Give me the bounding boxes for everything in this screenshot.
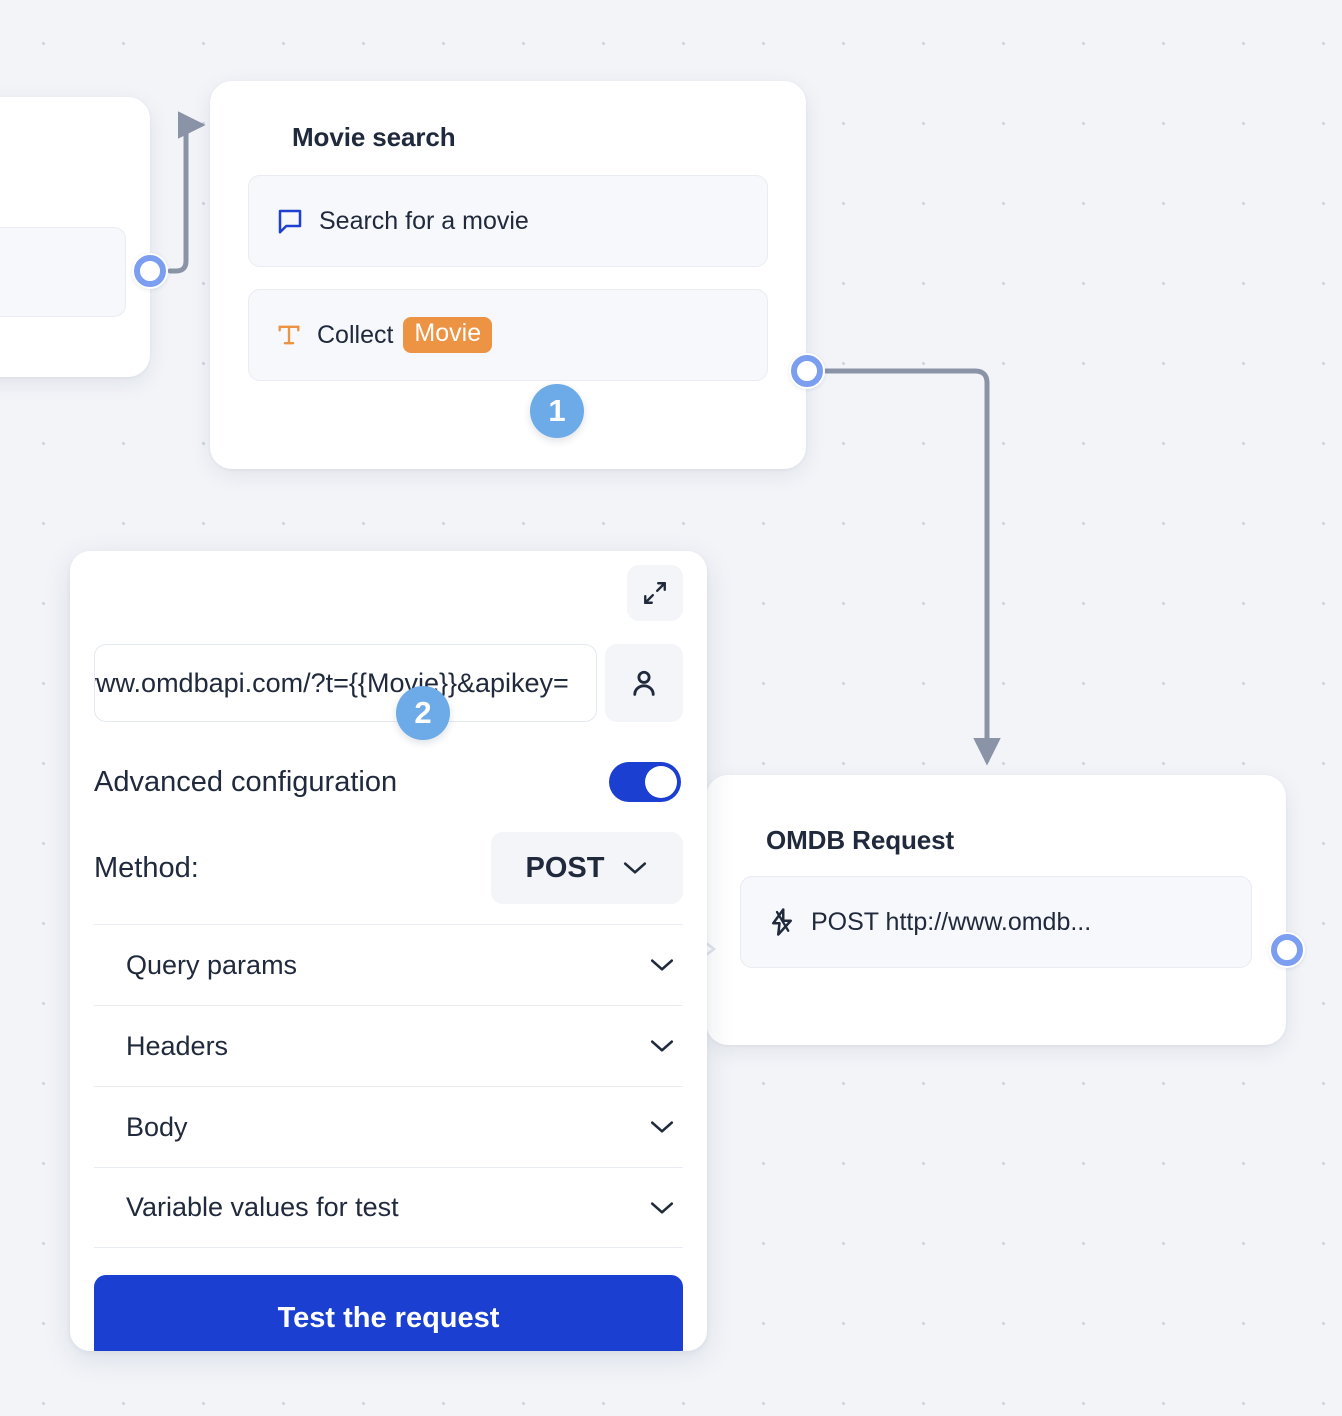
test-the-request-button[interactable]: Test the request [94, 1275, 683, 1351]
accordion-label: Query params [126, 949, 298, 980]
output-port-movie-search[interactable] [789, 353, 825, 389]
accordion-item-variable-values-for-test[interactable]: Variable values for test [94, 1167, 683, 1248]
accordion-item-body[interactable]: Body [94, 1086, 683, 1167]
node-title-omdb-request: OMDB Request [766, 825, 955, 855]
node-row-post-request[interactable]: POST http://www.omdb... [740, 876, 1252, 968]
accordion-item-query-params[interactable]: Query params [94, 924, 683, 1005]
accordion-label: Body [126, 1111, 188, 1142]
expand-diagonal-icon [644, 582, 666, 604]
node-row-search-for-a-movie[interactable]: Search for a movie [248, 175, 768, 267]
variable-chip-movie[interactable]: Movie [403, 317, 493, 353]
node-card-partial-left[interactable] [0, 97, 150, 377]
panel-toolbar [94, 551, 683, 621]
node-row-collect-movie[interactable]: Collect Movie [248, 289, 768, 381]
node-card-movie-search[interactable]: Movie search Search for a movie Collect … [210, 81, 806, 469]
node-row-label: POST http://www.omdb... [811, 907, 1092, 936]
url-row: http://www.omdbapi.com/?t={{Movie}}&apik… [94, 644, 683, 722]
node-row-label-wrapper: Collect Movie [317, 317, 493, 353]
node-row-label: Collect [317, 320, 394, 349]
chevron-down-icon[interactable] [649, 1038, 675, 1054]
method-row: Method: POST [94, 832, 683, 904]
method-label: Method: [94, 851, 199, 884]
node-title-movie-search: Movie search [292, 122, 456, 152]
method-select[interactable]: POST [491, 832, 683, 904]
request-sections-accordion: Query params Headers Body Variable value… [94, 924, 683, 1248]
person-icon-button[interactable] [605, 644, 683, 722]
callout-badge-2: 2 [396, 686, 450, 740]
chevron-down-icon [624, 862, 647, 874]
callout-badge-1: 1 [530, 384, 584, 438]
accordion-item-headers[interactable]: Headers [94, 1005, 683, 1086]
speech-bubble-icon [275, 206, 305, 236]
chevron-down-icon[interactable] [649, 957, 675, 973]
chevron-down-icon[interactable] [649, 1200, 675, 1216]
request-url-input-text: http://www.omdbapi.com/?t={{Movie}}&apik… [95, 667, 569, 698]
advanced-configuration-label: Advanced configuration [94, 765, 398, 798]
advanced-configuration-toggle[interactable] [609, 762, 681, 802]
request-config-panel[interactable]: http://www.omdbapi.com/?t={{Movie}}&apik… [70, 551, 707, 1351]
accordion-label: Headers [126, 1030, 229, 1061]
expand-diagonal-icon-button[interactable] [627, 565, 683, 621]
chevron-down-icon[interactable] [649, 1119, 675, 1135]
node-row-placeholder[interactable] [0, 227, 126, 317]
output-port-omdb-request[interactable] [1269, 932, 1305, 968]
lightning-bolt-icon [767, 906, 797, 938]
person-icon [633, 670, 655, 696]
node-row-label: Search for a movie [319, 206, 529, 235]
accordion-label: Variable values for test [126, 1192, 399, 1222]
method-selected-value: POST [525, 851, 605, 884]
node-card-omdb-request[interactable]: OMDB Request POST http://www.omdb... [706, 775, 1286, 1045]
text-type-icon [275, 320, 303, 350]
advanced-configuration-row: Advanced configuration [94, 762, 683, 802]
request-url-input[interactable]: http://www.omdbapi.com/?t={{Movie}}&apik… [94, 644, 597, 722]
output-port-node-a[interactable] [132, 253, 168, 289]
